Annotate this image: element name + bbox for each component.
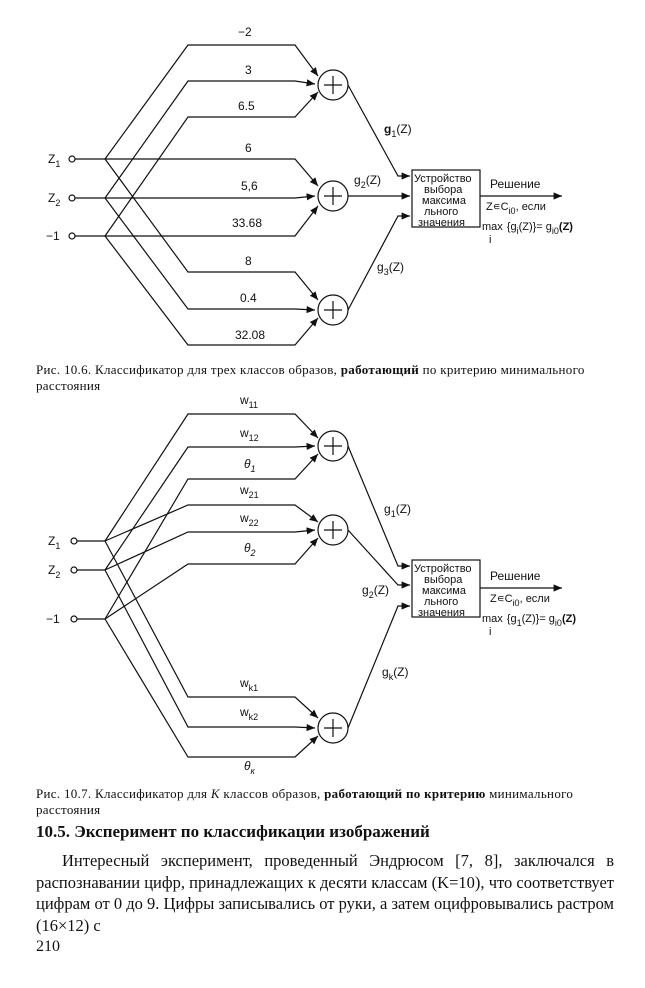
page-number: 210 <box>36 938 60 955</box>
input-label-z1: Z1 <box>48 534 60 551</box>
input-label-z2: Z2 <box>48 563 60 580</box>
weight-label: θ2 <box>244 541 256 558</box>
weight-label: w21 <box>239 483 259 500</box>
input-node-minus1 <box>70 615 78 623</box>
box-text-line: выбора <box>424 184 463 196</box>
decision-label: Решение <box>490 569 541 583</box>
max-subscript: i <box>489 234 491 246</box>
figure-10-7-labels: Z1 Z2 −1 w11 w12 θ1 w21 w22 θ2 wk1 wk2 θ… <box>46 393 576 776</box>
figure-10-6 <box>68 44 562 346</box>
output-label-g1: g1(Z) <box>384 502 411 519</box>
box-text-line: максима <box>422 195 467 207</box>
output-label-g1: g1(Z) <box>384 122 412 139</box>
weight-label: 32.08 <box>235 328 265 342</box>
weight-label: wk1 <box>239 676 258 693</box>
weight-label: −2 <box>238 25 252 39</box>
input-node-z2 <box>68 194 76 202</box>
figure-caption-10-7: Рис. 10.7. Классификатор для K классов о… <box>36 786 574 817</box>
input-label-minus1: −1 <box>46 612 60 626</box>
output-label-g2: g2(Z) <box>362 583 389 600</box>
body-paragraph: Интересный эксперимент, проведенный Эндр… <box>36 851 614 935</box>
box-text-line: Устройство <box>414 563 472 575</box>
input-label-z2: Z2 <box>48 191 60 208</box>
input-label-minus1: −1 <box>46 229 60 243</box>
figure-10-7 <box>70 413 562 758</box>
weight-label: 3 <box>245 63 252 77</box>
weight-label: 6.5 <box>238 99 255 113</box>
box-text-line: максима <box>422 585 467 597</box>
weight-label: 33.68 <box>232 216 262 230</box>
weight-label: θк <box>244 759 256 776</box>
output-label-g2: g2(Z) <box>354 173 381 190</box>
figure-10-6-labels: Z1 Z2 −1 −2 3 6.5 6 5,6 33.68 8 0.4 32.0… <box>46 25 573 342</box>
max-condition: max{g1(Z)}= gi0(Z) <box>482 613 576 628</box>
box-text-line: льного <box>424 596 458 608</box>
max-selector-box-1 <box>411 169 481 228</box>
weight-label: 0.4 <box>240 291 257 305</box>
decision-label: Решение <box>490 177 541 191</box>
weight-label: w12 <box>239 426 259 443</box>
box-text-line: значения <box>418 217 465 229</box>
input-label-z1: Z1 <box>48 152 60 169</box>
weight-label: 8 <box>245 254 252 268</box>
input-node-z1 <box>68 155 76 163</box>
weight-label: w11 <box>239 393 258 410</box>
weight-label: wk2 <box>239 705 258 722</box>
weight-label: 5,6 <box>241 179 258 193</box>
condition-label: Z∊Ci0, если <box>490 593 550 608</box>
weight-label: w22 <box>239 511 259 528</box>
condition-label: Z∊Ci0, если <box>486 201 546 216</box>
input-node-minus1 <box>68 232 76 240</box>
output-label-gk: gk(Z) <box>382 665 409 682</box>
input-node-z2 <box>70 566 78 574</box>
box-text-line: Устройство <box>414 173 472 185</box>
output-label-g3: g3(Z) <box>377 260 404 277</box>
box-text-line: значения <box>418 607 465 619</box>
weight-label: 6 <box>245 141 252 155</box>
input-node-z1 <box>70 537 78 545</box>
weight-label: θ1 <box>244 457 256 474</box>
section-title: 10.5. Эксперимент по классификации изобр… <box>36 822 430 841</box>
figure-caption-10-6: Рис. 10.6. Классификатор для трех классо… <box>36 362 585 393</box>
max-condition: max{gi(Z)}= gi0(Z) <box>482 221 573 236</box>
max-subscript: i <box>489 626 491 638</box>
box-text-line: выбора <box>424 574 463 586</box>
box-text-line: льного <box>424 206 458 218</box>
